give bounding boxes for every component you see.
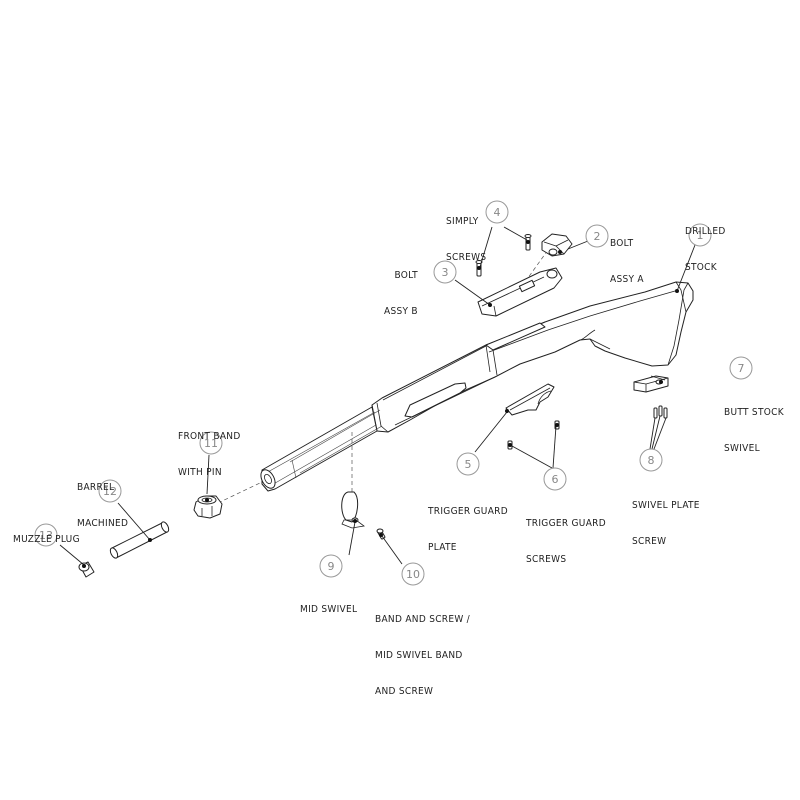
callout-number-10: 10 [406, 568, 420, 581]
label-line: PLATE [428, 542, 457, 553]
label-line: SCREWS [526, 554, 567, 565]
callout-bubble-10: 10 [401, 562, 425, 586]
label-muzzle-plug: MUZZLE PLUG [13, 510, 80, 558]
trigger-guard-screws-drawing [507, 420, 560, 450]
label-band-and-screw: BAND AND SCREW / MID SWIVEL BAND AND SCR… [375, 590, 470, 710]
callout-bubble-5: 5 [456, 452, 480, 476]
label-line: TRIGGER GUARD [526, 518, 606, 529]
muzzle-plug-drawing [78, 561, 95, 578]
label-line: SCREWS [446, 252, 487, 263]
callout-number-1: 1 [697, 229, 704, 242]
label-barrel-machined: BARREL MACHINED [77, 458, 128, 542]
callout-number-8: 8 [648, 454, 655, 467]
label-line: STOCK [685, 262, 717, 273]
label-line: FRONT BAND [178, 431, 241, 442]
callout-number-4: 4 [494, 206, 501, 219]
label-line: SWIVEL PLATE [632, 500, 700, 511]
label-line: SIMPLY [446, 216, 479, 227]
callout-number-11: 11 [204, 437, 218, 450]
label-line: BOLT [610, 238, 634, 249]
trigger-guard-plate-drawing [505, 383, 555, 416]
callout-number-3: 3 [442, 266, 449, 279]
callout-number-13: 13 [39, 529, 53, 542]
label-line: MID SWIVEL BAND [375, 650, 463, 661]
callout-number-9: 9 [328, 560, 335, 573]
callout-bubble-13: 13 [34, 523, 58, 547]
assembly-line-barrel [217, 481, 263, 504]
label-line: TRIGGER GUARD [428, 506, 508, 517]
leader-lines [59, 226, 696, 566]
callout-number-2: 2 [594, 230, 601, 243]
label-line: BAND AND SCREW / [375, 614, 471, 625]
callout-bubble-1: 1 [688, 223, 712, 247]
label-bolt-assy-a: BOLT ASSY A [610, 214, 644, 298]
callout-bubble-7: 7 [729, 356, 753, 380]
callout-bubble-8: 8 [639, 448, 663, 472]
label-line: BOLT [394, 270, 418, 281]
label-line: MID SWIVEL [300, 604, 358, 615]
label-front-band: FRONT BAND WITH PIN [178, 407, 241, 491]
label-simply-screws: SIMPLY SCREWS [446, 192, 486, 276]
label-swivel-plate-screw: SWIVEL PLATE SCREW [632, 476, 700, 560]
swivel-plate-screw-drawing [653, 405, 668, 419]
label-bolt-assy-b: BOLT ASSY B [384, 246, 418, 330]
label-line: ASSY B [384, 306, 418, 317]
rifle-stock-drawing [260, 281, 694, 492]
callout-bubble-11: 11 [199, 431, 223, 455]
butt-stock-swivel-drawing [633, 375, 669, 393]
callout-bubble-6: 6 [543, 467, 567, 491]
label-line: SCREW [632, 536, 667, 547]
label-line: WITH PIN [178, 467, 222, 478]
mid-swivel-drawing [341, 491, 365, 529]
callout-bubble-12: 12 [98, 479, 122, 503]
label-line: AND SCREW [375, 686, 434, 697]
callout-number-6: 6 [552, 473, 559, 486]
label-trigger-guard-plate: TRIGGER GUARD PLATE [428, 482, 508, 566]
part-markers [82, 240, 679, 568]
label-line: SWIVEL [724, 443, 760, 454]
label-line: BUTT STOCK [724, 407, 784, 418]
label-line: DRILLED [685, 226, 726, 237]
label-butt-stock-swivel: BUTT STOCK SWIVEL [724, 383, 784, 467]
label-mid-swivel: MID SWIVEL [300, 580, 357, 628]
label-line: MUZZLE PLUG [13, 534, 80, 545]
label-line: BARREL [77, 482, 115, 493]
label-drilled-stock: DRILLED STOCK [685, 202, 726, 286]
callout-bubble-4: 4 [485, 200, 509, 224]
label-trigger-guard-screws: TRIGGER GUARD SCREWS [526, 494, 606, 578]
callout-bubble-2: 2 [585, 224, 609, 248]
label-line: ASSY A [610, 274, 644, 285]
label-line: MACHINED [77, 518, 129, 529]
bolt-assy-b-drawing [477, 267, 563, 317]
callout-number-7: 7 [738, 362, 745, 375]
barrel-machined-drawing [109, 521, 170, 559]
callout-number-12: 12 [103, 485, 117, 498]
callout-bubble-3: 3 [433, 260, 457, 284]
callout-number-5: 5 [465, 458, 472, 471]
callout-bubble-9: 9 [319, 554, 343, 578]
bolt-assy-a-drawing [541, 233, 573, 257]
